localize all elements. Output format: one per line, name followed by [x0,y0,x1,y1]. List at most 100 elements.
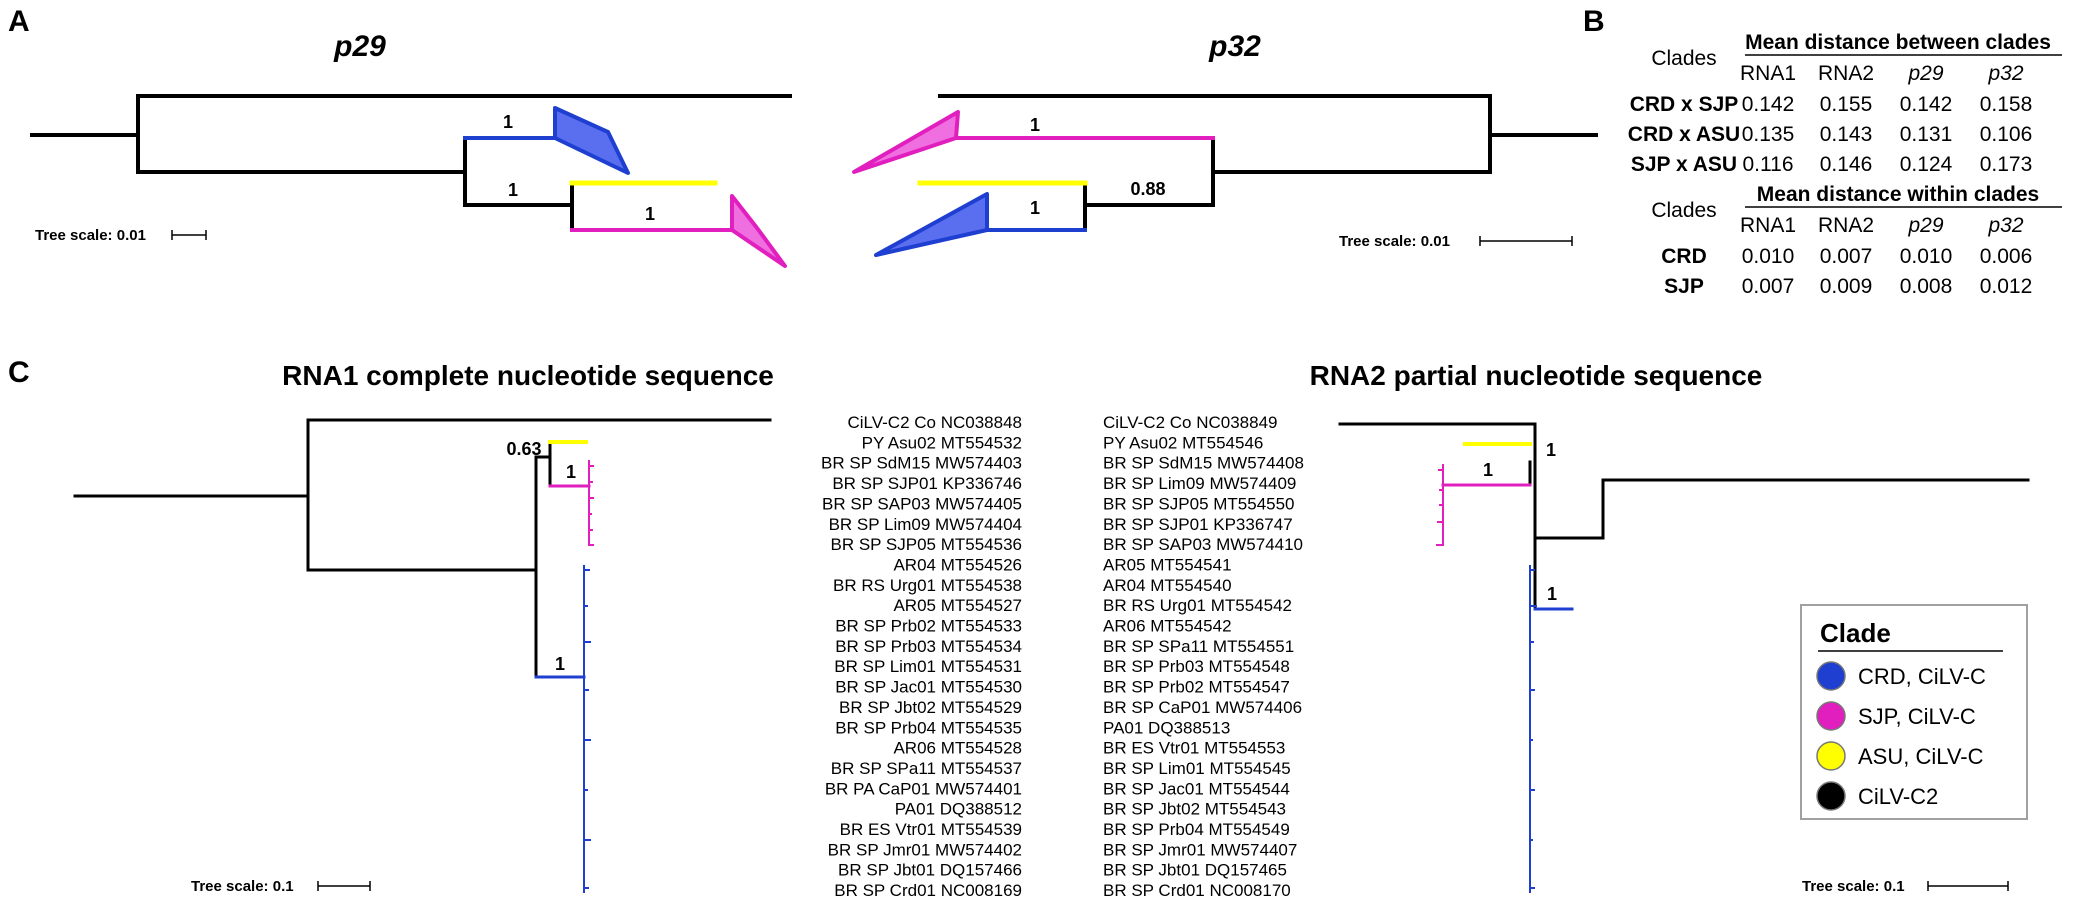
legend-item-label: CiLV-C2 [1858,784,1938,809]
rna2-taxon-label: BR SP Prb03 MT554548 [1103,657,1290,676]
between-row-label: CRD x SJP [1630,93,1739,116]
rna1-support-asu-sjp: 0.63 [506,439,541,459]
rna1-taxon-label: BR SP Jac01 MT554530 [835,678,1022,697]
p29-black-branches [30,94,792,232]
distance-table: B Clades Mean distance between clades Cl… [1583,5,2062,298]
p32-support-crd: 1 [1030,198,1040,218]
rna2-taxon-label: BR SP SJP01 KP336747 [1103,515,1293,534]
within-cell: 0.012 [1980,275,2033,298]
between-cell: 0.155 [1820,93,1873,116]
p29-tree-scale-label: Tree scale: 0.01 [35,227,146,244]
within-row-label: SJP [1664,275,1704,298]
rna2-taxon-label: BR ES Vtr01 MT554553 [1103,739,1285,758]
rna2-taxon-label: BR SP SAP03 MW574410 [1103,535,1303,554]
rna1-support-sjp: 1 [566,462,576,482]
rna2-tree-scale-bar [1927,881,2009,891]
rna2-taxon-label: BR SP SJP05 MT554550 [1103,494,1295,513]
rna2-taxon-label: BR SP Jbt01 DQ157465 [1103,861,1287,880]
within-col-header: p29 [1907,214,1943,237]
between-cell: 0.142 [1900,93,1953,116]
rna1-taxon-label: PA01 DQ388512 [895,800,1022,819]
within-cell: 0.008 [1900,275,1953,298]
clades-header-within: Clades [1651,199,1716,222]
rna2-taxon-label: BR SP SdM15 MW574408 [1103,454,1304,473]
rna1-taxon-label: BR SP SJP01 KP336746 [832,474,1022,493]
tree-p32: p32 1 0.88 1 Tree scale: 0.01 [852,30,1598,257]
rna2-taxon-label: BR SP CaP01 MW574406 [1103,698,1302,717]
rna1-taxon-label: PY Asu02 MT554532 [862,433,1022,452]
p32-sjp-collapsed-clade [852,110,960,174]
rna1-taxon-label: BR SP Prb03 MT554534 [835,637,1022,656]
rna2-taxon-label: PA01 DQ388513 [1103,718,1230,737]
panel-label-b: B [1583,5,1605,38]
tree-title-p32: p32 [1208,30,1261,63]
rna2-taxon-label: AR05 MT554541 [1103,556,1232,575]
within-cell: 0.009 [1820,275,1873,298]
rna2-crd-clade [1529,565,1537,893]
rna2-taxon-label: BR SP Prb02 MT554547 [1103,678,1290,697]
between-cell: 0.135 [1742,123,1795,146]
rna2-taxon-label: BR SP Jmr01 MW574407 [1103,840,1297,859]
rna1-taxon-label: BR SP Crd01 NC008169 [834,881,1022,900]
within-cell: 0.007 [1742,275,1795,298]
between-cell: 0.142 [1742,93,1795,116]
between-cell: 0.116 [1743,153,1794,176]
rna2-black-branches [1338,422,2030,611]
within-cell: 0.010 [1900,245,1953,268]
tree-rna2: RNA2 partial nucleotide sequence 1 1 1 T… [1103,360,2030,900]
within-cell: 0.010 [1742,245,1795,268]
rna2-taxon-label: BR SP Lim01 MT554545 [1103,759,1291,778]
rna1-taxon-label: BR RS Urg01 MT554538 [833,576,1022,595]
rna1-taxon-label: BR SP Jbt02 MT554529 [839,698,1022,717]
within-row-label: CRD [1661,245,1707,268]
rna2-support-sjp: 1 [1483,460,1493,480]
tree-p29: p29 1 1 1 Tree scale: 0.01 [30,30,792,268]
tree-title-rna1: RNA1 complete nucleotide sequence [282,360,774,391]
between-col-header: p32 [1987,62,2023,85]
rna1-taxon-label: BR SP SPa11 MT554537 [831,759,1022,778]
panel-label-c: C [8,356,30,389]
rna1-taxon-label: BR SP Jmr01 MW574402 [828,840,1022,859]
between-cell: 0.143 [1820,123,1873,146]
tree-title-rna2: RNA2 partial nucleotide sequence [1310,360,1763,391]
rna1-sjp-clade [588,460,594,546]
p29-sjp-collapsed-clade [730,194,787,268]
rna1-support-crd: 1 [555,654,565,674]
rna1-taxon-label: BR SP Prb02 MT554533 [835,617,1022,636]
between-cell: 0.131 [1900,123,1953,146]
rna2-support-crd: 1 [1547,584,1557,604]
rna2-tree-scale-label: Tree scale: 0.1 [1802,878,1905,895]
rna2-taxon-label: BR SP Crd01 NC008170 [1103,881,1291,900]
rna1-taxon-label: BR SP Lim01 MT554531 [834,657,1022,676]
legend-swatch [1816,661,1846,691]
legend-item-label: ASU, CiLV-C [1858,744,1984,769]
p32-support-node: 0.88 [1130,179,1165,199]
panel-label-a: A [8,5,30,38]
rna2-taxon-label: CiLV-C2 Co NC038849 [1103,413,1278,432]
between-cell: 0.173 [1980,153,2033,176]
p32-tree-scale-bar [1479,236,1573,246]
rna1-taxon-label: BR SP SJP05 MT554536 [830,535,1022,554]
p29-support-sjp: 1 [645,204,655,224]
rna1-taxon-label: BR PA CaP01 MW574401 [825,779,1022,798]
rna2-taxon-label: AR06 MT554542 [1103,617,1232,636]
within-col-header: RNA1 [1740,214,1796,237]
rna1-taxon-label: AR05 MT554527 [893,596,1022,615]
legend-item-label: SJP, CiLV-C [1858,704,1976,729]
clades-header-between: Clades [1651,47,1716,70]
p29-crd-collapsed-clade [553,106,630,175]
within-col-header: RNA2 [1818,214,1874,237]
p32-crd-collapsed-clade [874,192,989,257]
rna2-sjp-clade [1436,464,1444,546]
rna1-tree-scale-label: Tree scale: 0.1 [191,878,294,895]
within-clades-title: Mean distance within clades [1757,183,2039,206]
between-clades-title: Mean distance between clades [1745,31,2051,54]
rna1-taxon-label: BR SP SdM15 MW574403 [821,454,1022,473]
rna2-taxon-label: BR SP Jbt02 MT554543 [1103,800,1286,819]
rna1-taxon-label: AR06 MT554528 [893,739,1022,758]
tree-rna1: RNA1 complete nucleotide sequence 0.63 1… [73,360,1022,900]
rna1-crd-clade [583,565,591,893]
between-row-label: CRD x ASU [1628,123,1740,146]
